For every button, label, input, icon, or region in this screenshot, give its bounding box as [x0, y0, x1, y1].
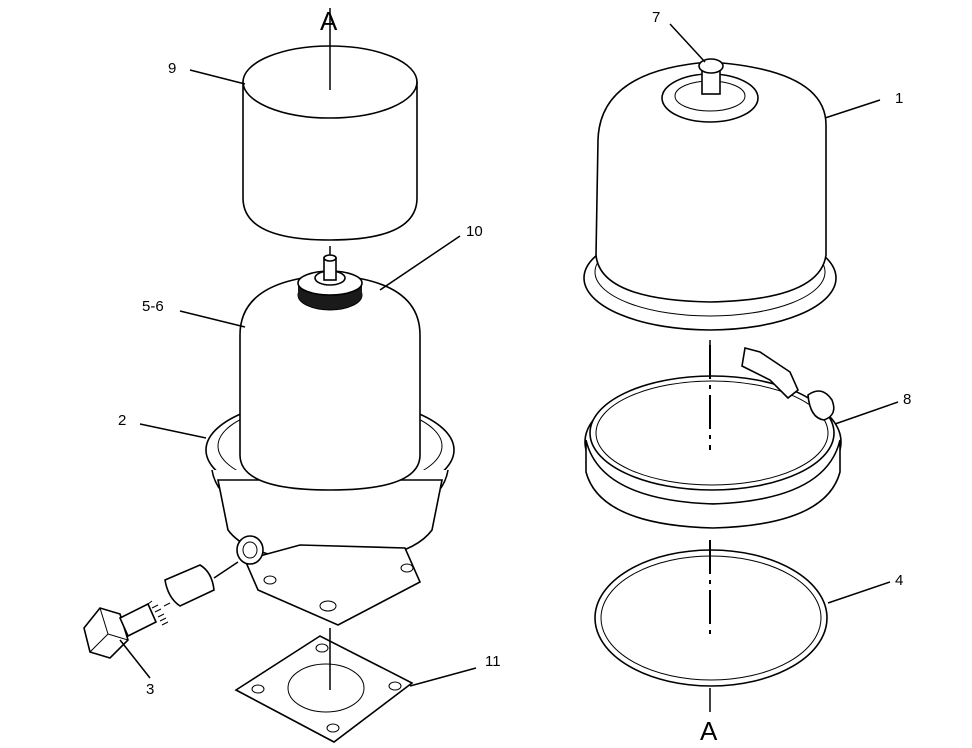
bolt-part-3 — [83, 561, 239, 659]
label-a-top: A — [320, 6, 338, 36]
callout-9: 9 — [168, 60, 176, 77]
callout-8: 8 — [903, 391, 911, 408]
callout-5-6: 5-6 — [142, 298, 164, 315]
callout-3: 3 — [146, 681, 154, 698]
callout-1: 1 — [895, 90, 903, 107]
callout-7: 7 — [652, 9, 660, 26]
label-a-bottom: A — [700, 716, 718, 746]
callout-2: 2 — [118, 412, 126, 429]
o-ring-part-4 — [594, 540, 828, 712]
rotor-assembly-part-5-6 — [205, 254, 455, 626]
leader-lines — [119, 23, 899, 687]
gasket-part-11 — [234, 628, 414, 743]
filter-element-part-9 — [242, 8, 418, 241]
cover-part-1 — [583, 58, 837, 360]
callout-10: 10 — [466, 223, 483, 240]
callout-4: 4 — [895, 572, 903, 589]
clamp-part-8 — [584, 345, 842, 529]
callout-11: 11 — [485, 653, 501, 670]
